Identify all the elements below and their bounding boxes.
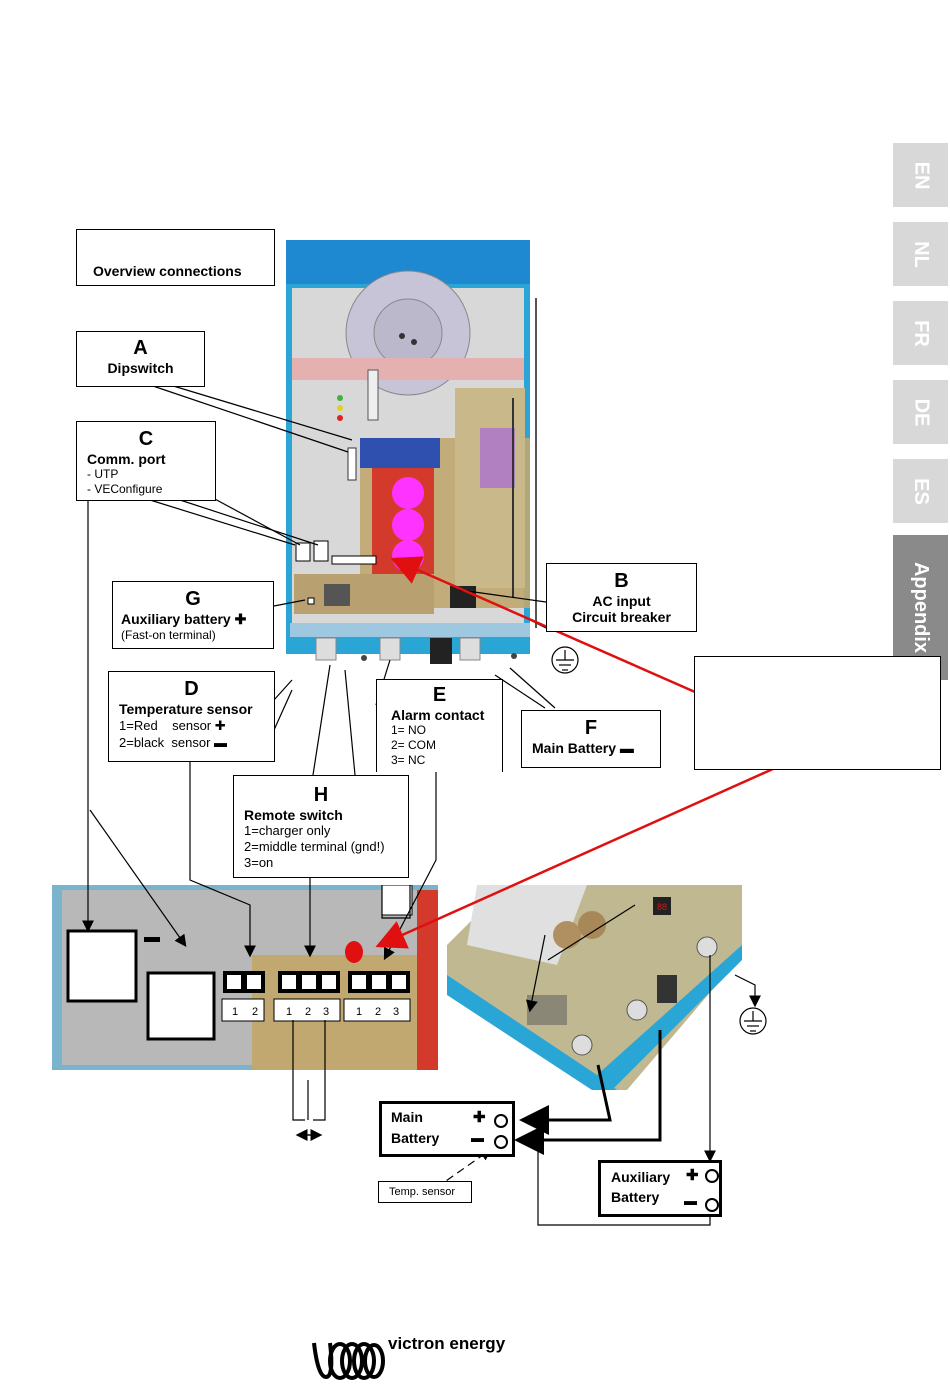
auxiliary-battery-box: Auxiliary Battery ✚ ▬ — [598, 1160, 722, 1217]
tab-appendix[interactable]: Appendix — [893, 535, 948, 680]
minus-terminal-icon — [494, 1135, 508, 1149]
callout-item: - UTP — [87, 467, 119, 481]
battery-label: Auxiliary — [611, 1169, 671, 1185]
overview-title: Overview connections — [93, 263, 242, 279]
callout-line: 2=black sensor ▬ — [119, 735, 228, 750]
terminal-number: 3 — [393, 1006, 399, 1018]
plus-terminal-label: ✚ — [686, 1167, 699, 1184]
callout-letter: D — [184, 678, 199, 700]
callout-g-auxiliary-battery: G Auxiliary battery ✚ (Fast-on terminal) — [112, 581, 274, 649]
terminal-number: 2 — [305, 1006, 311, 1018]
callout-title: Alarm contact — [391, 707, 485, 723]
callout-line: 1= NO — [391, 723, 427, 737]
callout-title: Temperature sensor — [119, 701, 253, 717]
ground-symbol-top — [551, 646, 579, 674]
callout-letter: E — [432, 684, 447, 706]
ground-symbol-bottom — [739, 1007, 767, 1035]
terminal-panel-illustration: 1 2 1 2 3 1 2 3 — [52, 885, 438, 1070]
main-battery-box: Main Battery ✚ ▬ — [379, 1101, 515, 1157]
callout-line: 2=middle terminal (gnd!) — [244, 839, 385, 854]
callout-b-ac-input: B AC input Circuit breaker — [546, 563, 697, 632]
terminal-number: 1 — [286, 1006, 292, 1018]
callout-title: Dipswitch — [107, 360, 174, 376]
overview-title-box: Overview connections — [76, 229, 275, 286]
tab-en[interactable]: EN — [893, 143, 948, 207]
plus-terminal-label: ✚ — [473, 1109, 486, 1126]
tab-nl[interactable]: NL — [893, 222, 948, 286]
callout-letter: H — [313, 784, 329, 806]
callout-title: Main Battery ▬ — [532, 740, 634, 756]
callout-c-comm-port: C Comm. port - UTP - VEConfigure — [76, 421, 216, 501]
temp-sensor-label: Temp. sensor — [389, 1186, 456, 1198]
callout-e-alarm-contact: E Alarm contact 1= NO 2= COM 3= NC — [376, 679, 503, 772]
callout-d-temperature-sensor: D Temperature sensor 1=Red sensor ✚ 2=bl… — [108, 671, 275, 762]
callout-title: Remote switch — [244, 807, 343, 823]
callout-line: 1=Red sensor ✚ — [119, 718, 226, 733]
callout-letter: C — [138, 428, 154, 450]
plus-terminal-icon — [494, 1114, 508, 1128]
tab-fr[interactable]: FR — [893, 301, 948, 365]
callout-title: Comm. port — [87, 451, 166, 467]
battery-label: Main — [391, 1109, 423, 1125]
callout-letter: F — [584, 717, 598, 739]
terminal-number: 3 — [323, 1006, 329, 1018]
terminal-number: 1 — [232, 1006, 238, 1018]
callout-line: 3= NC — [391, 753, 426, 767]
callout-line: AC input — [592, 593, 651, 609]
callout-title: Auxiliary battery ✚ — [121, 611, 247, 627]
minus-terminal-icon — [705, 1198, 719, 1212]
terminal-number: 2 — [375, 1006, 381, 1018]
callout-line: Circuit breaker — [572, 609, 671, 625]
minus-terminal-label: ▬ — [684, 1193, 697, 1208]
callout-note: (Fast-on terminal) — [121, 628, 216, 642]
temp-sensor-label-box: Temp. sensor — [378, 1181, 472, 1203]
terminal-number: 1 — [356, 1006, 362, 1018]
callout-letter: B — [614, 570, 629, 592]
battery-label: Battery — [611, 1189, 660, 1205]
tab-de[interactable]: DE — [893, 380, 948, 444]
brand-name: victron energy — [388, 1334, 506, 1353]
callout-a-dipswitch: A Dipswitch — [76, 331, 205, 387]
callout-h-remote-switch: H Remote switch 1=charger only 2=middle … — [233, 775, 409, 878]
victron-logo-icon — [312, 1342, 385, 1380]
callout-line: 3=on — [244, 855, 274, 870]
plus-terminal-icon — [705, 1169, 719, 1183]
terminal-number: 2 — [252, 1006, 258, 1018]
callout-letter: G — [185, 588, 201, 610]
minus-terminal-label: ▬ — [471, 1130, 484, 1145]
callout-empty-note-box — [694, 656, 941, 770]
battery-label: Battery — [391, 1130, 440, 1146]
callout-line: 2= COM — [391, 738, 437, 752]
tab-es[interactable]: ES — [893, 459, 948, 523]
svg-text:88: 88 — [657, 902, 667, 912]
device-illustration — [286, 240, 537, 664]
callout-line: 1=charger only — [244, 823, 331, 838]
callout-item: - VEConfigure — [87, 482, 163, 496]
callout-letter: A — [133, 337, 148, 359]
callout-f-main-battery: F Main Battery ▬ — [521, 710, 661, 768]
device-perspective-illustration: 88 — [447, 885, 742, 1090]
